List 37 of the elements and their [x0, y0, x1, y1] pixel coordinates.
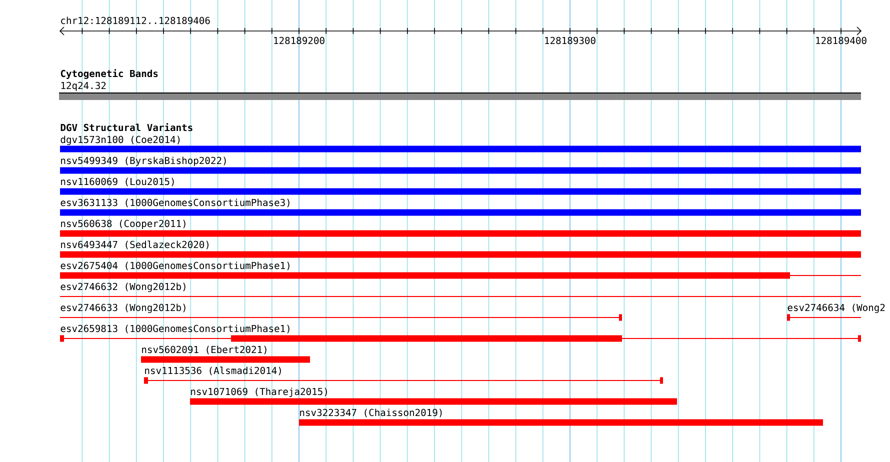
node-label: dgv1573n100 (Coe2014) [60, 136, 180, 146]
variant-feature: esv2746633 (Wong2012b) [60, 304, 622, 321]
node-label: nsv3223347 (Chaisson2019) [300, 408, 442, 418]
variant-feature: nsv1160069 (Lou2015) [60, 178, 861, 195]
tick-label: 128189200 [274, 36, 324, 44]
node-label: esv2675404 (1000GenomesConsortiumPhase1) [60, 262, 290, 270]
node-label: nsv5602091 (Ebert2021) [142, 346, 266, 354]
variant-feature: esv2746632 (Wong2012b) [60, 282, 862, 297]
node-label: nsv1071069 (Thareja2015) [191, 388, 327, 397]
track-heading: Cytogenetic Bands [60, 69, 158, 79]
node-label: nsv6493447 (Sedlazeck2020) [61, 240, 208, 250]
node-label: esv2746633 (Wong2012b) [60, 304, 186, 314]
variant-feature: nsv3223347 (Chaisson2019) [299, 408, 823, 426]
variant-feature: nsv5499349 (ByrskaBishop2022) [60, 156, 861, 174]
node-label: 12q24.32 [61, 82, 106, 92]
node-label: esv2746634 (Wong2 [788, 304, 885, 314]
variant-feature: nsv6493447 (Sedlazeck2020) [60, 240, 861, 258]
variant-feature: esv2675404 (1000GenomesConsortiumPhase1) [60, 262, 862, 279]
node-label: esv2659813 (1000GenomesConsortiumPhase1) [60, 324, 290, 334]
variant-feature: nsv5602091 (Ebert2021) [141, 346, 310, 363]
node-label: nsv1113536 (Alsmadi2014) [145, 366, 281, 376]
node-label: nsv1160069 (Lou2015) [61, 178, 174, 186]
band-bar: 12q24.32 [58, 82, 862, 100]
variant-feature: esv2659813 (1000GenomesConsortiumPhase1) [60, 324, 861, 342]
node-label: esv3631133 (1000GenomesConsortiumPhase3) [60, 198, 290, 208]
variant-feature: dgv1573n100 (Coe2014) [60, 136, 861, 152]
track-heading: DGV Structural Variants [60, 123, 192, 132]
variant-feature: esv2746634 (Wong2 [787, 304, 885, 321]
variant-feature: nsv1113536 (Alsmadi2014) [144, 366, 663, 384]
tick-label: 128189400 [816, 36, 866, 44]
variant-feature: nsv560638 (Cooper2011) [60, 220, 861, 237]
title: chr12:128189112..128189406 [61, 16, 210, 24]
tick-label: 128189300 [545, 36, 596, 44]
node-label: nsv5499349 (ByrskaBishop2022) [61, 156, 226, 166]
node-label: nsv560638 (Cooper2011) [61, 220, 186, 229]
variant-feature: esv3631133 (1000GenomesConsortiumPhase3) [60, 198, 861, 216]
variant-feature: nsv1071069 (Thareja2015) [190, 388, 677, 405]
